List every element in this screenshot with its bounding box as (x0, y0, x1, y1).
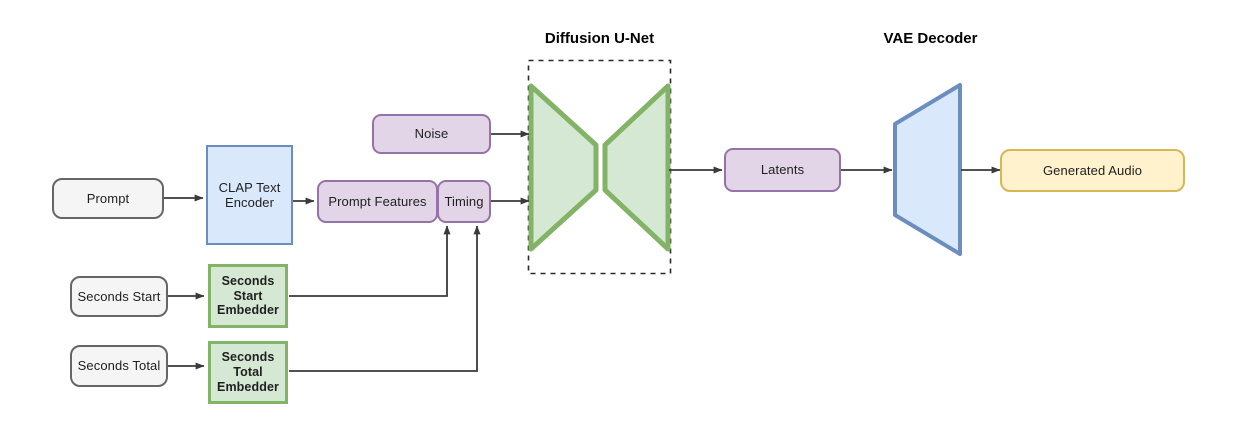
node-prompt-label: Prompt (86, 190, 130, 206)
node-prompt-features-label: Prompt Features (328, 193, 427, 209)
node-seconds-total[interactable]: Seconds Total (70, 345, 168, 387)
edge-total-embedder-to-timing (289, 225, 481, 372)
node-noise-label: Noise (414, 126, 449, 142)
node-clap-text-encoder[interactable]: CLAP Text Encoder (206, 145, 293, 245)
node-clap-text-encoder-label-line2: Encoder (224, 195, 275, 210)
node-clap-text-encoder-label-line1: CLAP Text (218, 179, 281, 195)
node-seconds-start-label: Seconds Start (77, 288, 161, 304)
node-seconds-start-embedder-line1: Seconds (221, 273, 275, 288)
node-timing[interactable]: Timing (437, 180, 491, 223)
node-seconds-start[interactable]: Seconds Start (70, 276, 168, 317)
node-seconds-total-embedder-line3: Embedder (217, 379, 279, 394)
node-generated-audio-label: Generated Audio (1042, 162, 1143, 178)
node-generated-audio[interactable]: Generated Audio (1000, 149, 1185, 192)
node-prompt[interactable]: Prompt (52, 178, 164, 219)
node-seconds-total-label: Seconds Total (77, 358, 161, 374)
node-seconds-start-embedder-line3: Embedder (217, 303, 279, 318)
unet-decoder-trapezoid (602, 83, 671, 252)
diffusion-unet-title: Diffusion U-Net (544, 30, 655, 47)
node-latents[interactable]: Latents (724, 148, 841, 192)
node-seconds-total-embedder[interactable]: Seconds Total Embedder (208, 341, 288, 404)
node-seconds-total-embedder-line2: Total (233, 365, 263, 380)
vae-decoder-trapezoid (893, 83, 962, 256)
node-latents-label: Latents (760, 162, 805, 178)
vae-decoder-title: VAE Decoder (883, 30, 978, 47)
unet-encoder-trapezoid (528, 83, 599, 252)
node-prompt-features[interactable]: Prompt Features (317, 180, 438, 223)
node-seconds-total-embedder-line1: Seconds (221, 350, 275, 365)
node-seconds-start-embedder-line2: Start (233, 288, 263, 303)
node-seconds-start-embedder[interactable]: Seconds Start Embedder (208, 264, 288, 328)
node-timing-label: Timing (444, 193, 484, 209)
edge-start-embedder-to-timing (289, 225, 451, 297)
node-noise[interactable]: Noise (372, 114, 491, 154)
